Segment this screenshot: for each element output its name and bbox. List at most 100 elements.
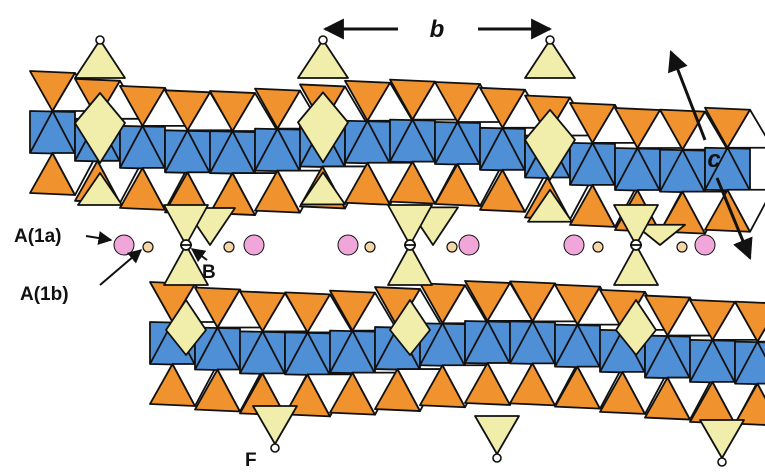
octahedron-edge xyxy=(614,147,639,191)
octahedron-edge xyxy=(734,341,759,385)
site-b-label: B xyxy=(202,262,216,283)
octahedron-edge xyxy=(636,147,661,192)
octahedron-edge xyxy=(501,127,526,172)
octahedron-edge xyxy=(531,320,556,365)
octahedron xyxy=(509,320,556,366)
octahedron-edge xyxy=(644,335,669,379)
octahedron-edge xyxy=(306,331,331,376)
octahedron-edge xyxy=(276,128,301,173)
tetrahedron-yellow xyxy=(163,244,209,286)
a1a-cation xyxy=(113,234,135,256)
octahedron-edge xyxy=(284,331,309,375)
site-f-label: F xyxy=(245,450,257,471)
f-atom xyxy=(717,457,727,467)
octahedron-edge xyxy=(756,341,765,358)
octahedron-edge xyxy=(231,130,256,175)
octahedron-edge xyxy=(509,320,534,364)
tetrahedron-yellow xyxy=(613,244,659,286)
interstice xyxy=(756,327,765,343)
octahedron-edge xyxy=(389,119,414,163)
octahedron-yellow xyxy=(615,299,657,356)
tetrahedron-yellow xyxy=(527,188,573,223)
octahedron-edge xyxy=(576,324,601,369)
a1a-cation xyxy=(337,234,359,256)
a1b-cation xyxy=(676,241,688,253)
a1b-cation xyxy=(446,241,458,253)
a1a-cation xyxy=(243,234,265,256)
octahedron xyxy=(434,121,481,166)
octahedron xyxy=(479,126,526,172)
tetrahedron-yellow xyxy=(74,39,126,79)
octahedron-edge xyxy=(329,330,354,374)
tetrahedron-yellow xyxy=(252,405,298,445)
octahedron-edge xyxy=(119,125,144,169)
f-atom xyxy=(318,35,328,45)
octahedron xyxy=(239,330,286,376)
octahedron xyxy=(209,130,256,175)
tetrahedron-yellow xyxy=(474,415,520,455)
a1b-cation xyxy=(142,241,154,253)
interstice xyxy=(756,382,765,400)
octahedron xyxy=(119,125,166,170)
octahedron-edge xyxy=(599,329,624,373)
tetrahedron-yellow xyxy=(387,244,433,286)
octahedron xyxy=(569,142,616,187)
octahedron-yellow xyxy=(389,299,431,356)
octahedron xyxy=(284,331,331,377)
octahedron xyxy=(659,148,706,194)
tetrahedron-yellow xyxy=(77,172,123,206)
tetrahedron-yellow xyxy=(634,223,686,246)
tetrahedron xyxy=(734,300,765,343)
octahedron-edge xyxy=(479,127,504,171)
octahedron xyxy=(344,119,391,165)
octahedron-edge xyxy=(254,128,279,172)
tetrahedron-yellow xyxy=(387,204,433,246)
octahedron-edge xyxy=(366,120,391,165)
octahedron-edge xyxy=(261,330,286,375)
tetrahedron-yellow xyxy=(297,39,349,79)
octahedron-edge xyxy=(681,149,706,194)
tetrahedron-yellow xyxy=(163,204,209,246)
a1b-cation xyxy=(223,241,235,253)
octahedron xyxy=(329,329,376,375)
octahedron-edge xyxy=(554,324,579,368)
tetrahedron-yellow xyxy=(300,171,346,206)
tetrahedron-yellow xyxy=(524,39,576,79)
octahedron-edge xyxy=(141,125,166,170)
octahedron-edge xyxy=(186,129,211,174)
octahedron-edge xyxy=(164,129,189,173)
octahedron-edge xyxy=(411,119,436,164)
a1a-cation xyxy=(458,234,480,256)
tetrahedron-yellow xyxy=(699,419,745,459)
octahedron-edge xyxy=(209,130,234,174)
octahedron-edge xyxy=(344,120,369,164)
octahedron-edge xyxy=(419,322,444,366)
octahedron xyxy=(389,118,436,164)
site-a1b-pointer xyxy=(99,249,143,286)
octahedron xyxy=(29,110,76,155)
octahedron xyxy=(689,339,736,384)
octahedron-yellow xyxy=(297,91,349,164)
b-axis-label: b xyxy=(430,16,445,43)
site-a1a-pointer xyxy=(85,231,113,245)
c-axis-arrow xyxy=(668,50,753,260)
octahedron-edge xyxy=(216,327,241,371)
octahedron xyxy=(554,323,601,369)
octahedron-edge xyxy=(51,110,76,155)
site-a1b-label: A(1b) xyxy=(20,284,69,305)
octahedron-yellow xyxy=(524,108,576,181)
octahedron xyxy=(254,127,301,173)
f-atom xyxy=(95,35,105,45)
octahedron xyxy=(464,320,511,365)
f-atom xyxy=(545,35,555,45)
octahedron-edge xyxy=(29,110,54,154)
octahedron-edge xyxy=(591,142,616,187)
tetrahedron-yellow xyxy=(613,204,659,246)
f-atom xyxy=(492,453,502,463)
octahedron xyxy=(614,147,661,192)
a1a-cation xyxy=(694,234,716,256)
octahedron-edge xyxy=(239,330,264,374)
octahedron-edge xyxy=(726,147,751,192)
octahedron-edge xyxy=(569,142,594,186)
octahedron xyxy=(164,129,211,175)
